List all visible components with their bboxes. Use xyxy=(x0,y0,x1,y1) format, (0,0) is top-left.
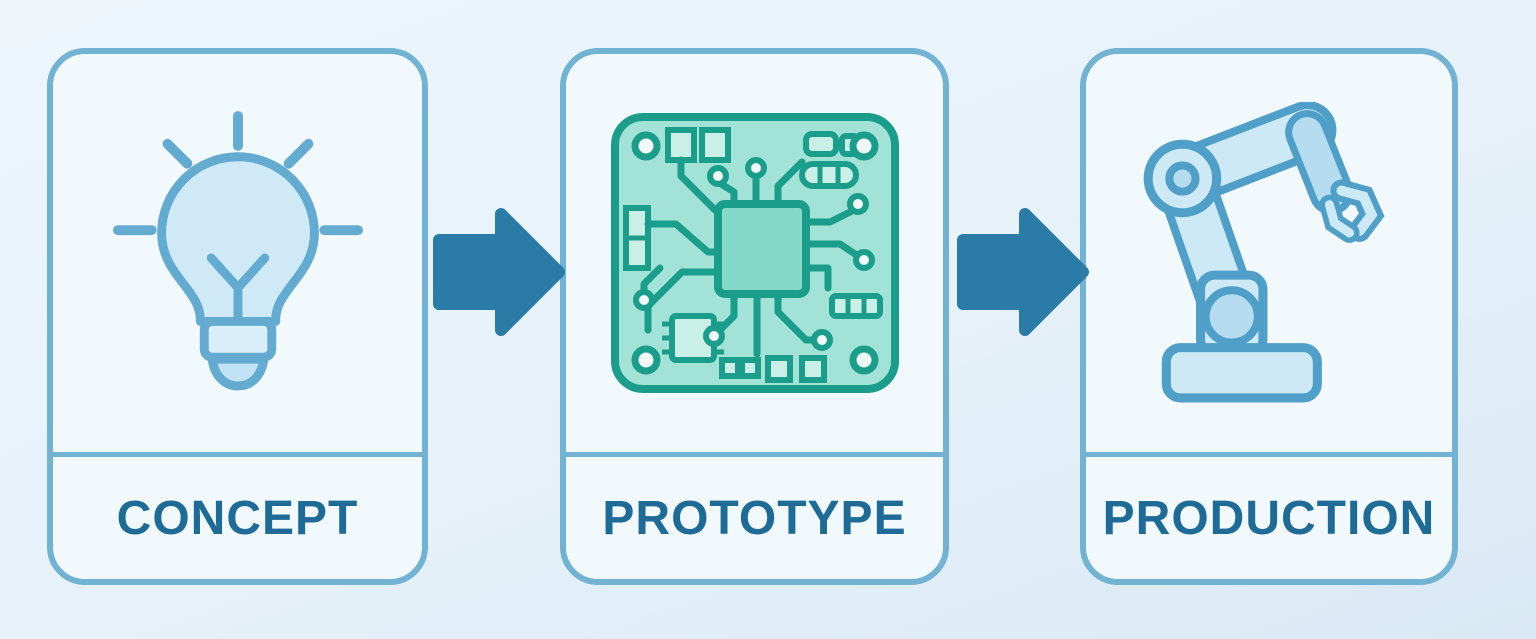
arrow-concept-to-prototype xyxy=(433,208,565,336)
step-label-prototype: PROTOTYPE xyxy=(602,491,907,545)
step-card-concept: CONCEPT xyxy=(47,48,428,585)
prototype-label-area: PROTOTYPE xyxy=(566,452,943,579)
arrow-prototype-to-production xyxy=(957,208,1089,336)
step-label-concept: CONCEPT xyxy=(116,491,359,545)
robot-arm-icon xyxy=(1143,102,1385,403)
production-icon-area xyxy=(1086,54,1452,452)
step-label-production: PRODUCTION xyxy=(1102,491,1436,545)
prototype-icon-area xyxy=(566,54,943,452)
production-label-area: PRODUCTION xyxy=(1086,452,1452,579)
concept-label-area: CONCEPT xyxy=(53,452,422,579)
step-card-prototype: PROTOTYPE xyxy=(560,48,949,585)
circuit-board-icon xyxy=(610,113,899,393)
concept-icon-area xyxy=(53,54,422,452)
lightbulb-icon xyxy=(112,111,363,391)
step-card-production: PRODUCTION xyxy=(1080,48,1458,585)
